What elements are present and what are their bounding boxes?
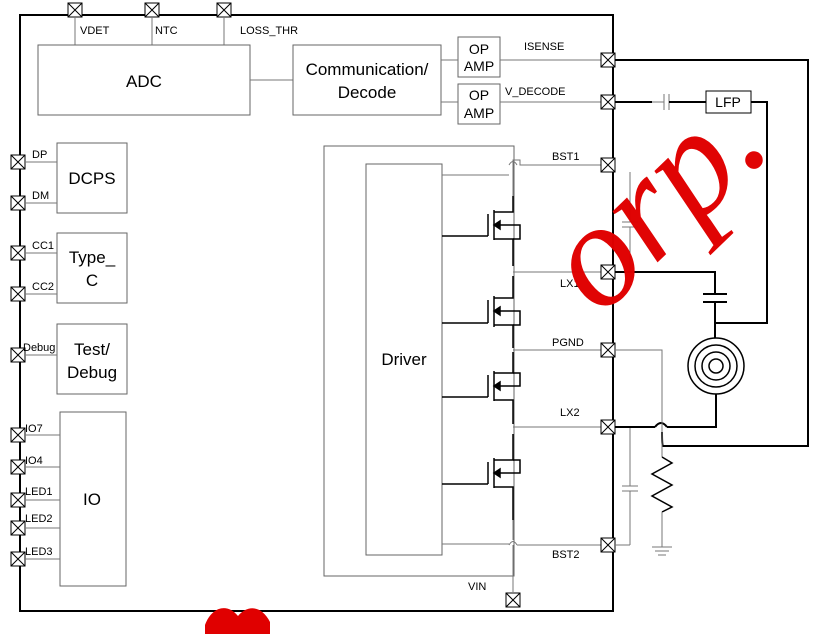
pin-label-cc1: CC1 <box>32 240 54 252</box>
left-pin-wires <box>25 161 60 560</box>
pin-label-ntc: NTC <box>155 25 178 37</box>
io-label: IO <box>83 490 101 509</box>
vdecode-path <box>615 94 706 110</box>
opamp1-label-1: OP <box>469 41 489 57</box>
power-stage-outline <box>323 145 515 577</box>
pin-label-dp: DP <box>32 149 47 161</box>
comm-label-2: Decode <box>338 83 397 102</box>
gate-wires <box>442 174 509 545</box>
opamp-vdecode <box>457 83 501 125</box>
dcps-block <box>56 142 128 214</box>
pin-label-pgnd: PGND <box>552 337 584 349</box>
pin-label-isense: ISENSE <box>524 41 564 53</box>
typec-label-2: C <box>86 271 98 290</box>
driver-label: Driver <box>381 350 427 369</box>
typec-block <box>56 232 128 304</box>
adc-label: ADC <box>126 72 162 91</box>
test-label-2: Debug <box>67 363 117 382</box>
driver-block <box>365 163 443 556</box>
lfp-output-wire <box>715 101 768 324</box>
pin-ntc <box>144 2 160 45</box>
watermark: orp. <box>509 55 797 342</box>
opamp1-label-2: AMP <box>464 58 494 74</box>
test-debug-block <box>56 323 128 395</box>
isense-loop-wire <box>615 59 809 447</box>
typec-label-1: Type_ <box>69 248 116 267</box>
pin-label-vin: VIN <box>468 581 486 593</box>
lfp-label: LFP <box>715 94 741 110</box>
test-label-1: Test/ <box>74 340 110 359</box>
watermark-fragment <box>205 608 270 634</box>
pin-label-bst1: BST1 <box>552 151 580 163</box>
mosfet-q1 <box>487 196 521 266</box>
pin-label-vdet: VDET <box>80 25 110 37</box>
pin-loss-thr <box>216 2 232 45</box>
opamp2-label-1: OP <box>469 87 489 103</box>
bridge-node-wires <box>508 159 601 592</box>
comm-label-1: Communication/ <box>306 60 429 79</box>
pin-label-dm: DM <box>32 190 49 202</box>
lx2-coil-wire <box>615 410 717 428</box>
io-block <box>59 411 127 587</box>
ground-icon <box>652 546 672 556</box>
opamp-isense <box>457 36 501 78</box>
pin-vin <box>505 592 521 608</box>
mosfet-q3 <box>487 352 521 424</box>
right-pins <box>600 52 616 553</box>
watermark-text: orp. <box>509 55 797 342</box>
mosfet-q4 <box>487 434 521 520</box>
pin-label-vdecode: V_DECODE <box>505 86 566 98</box>
pin-label-led1: LED1 <box>25 486 53 498</box>
pin-label-lx1: LX1 <box>560 278 580 290</box>
pin-label-led2: LED2 <box>25 513 53 525</box>
pin-label-io7: IO7 <box>25 423 43 435</box>
pin-label-loss-thr: LOSS_THR <box>240 25 298 37</box>
dcps-label: DCPS <box>68 169 115 188</box>
pin-label-io4: IO4 <box>25 455 43 467</box>
bootstrap-cap-2 <box>615 427 638 546</box>
pin-label-debug: Debug <box>23 342 55 354</box>
mosfet-q2 <box>487 276 521 348</box>
left-pins <box>10 154 26 567</box>
chip-outline <box>19 14 614 612</box>
sense-resistor <box>615 349 674 547</box>
pin-label-bst2: BST2 <box>552 549 580 561</box>
pin-label-led3: LED3 <box>25 546 53 558</box>
opamp2-label-2: AMP <box>464 105 494 121</box>
comm-decode-block <box>292 44 442 116</box>
pin-vdet <box>67 2 83 45</box>
lx1-resonant-path <box>615 271 727 338</box>
coil-icon <box>687 337 745 410</box>
bootstrap-cap-1 <box>622 172 638 272</box>
pin-label-cc2: CC2 <box>32 281 54 293</box>
pin-label-lx2: LX2 <box>560 407 580 419</box>
